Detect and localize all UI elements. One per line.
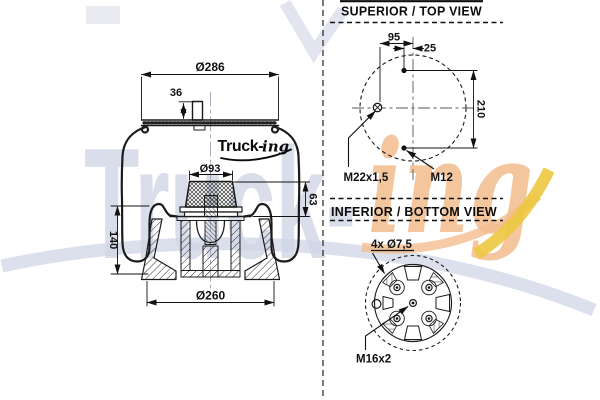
piston-base-rib-pattern [381,266,450,340]
brand-logo-bold-text: Truck- [218,138,264,155]
dim286-extension-lines [141,76,279,120]
m22-leader-line [347,110,376,167]
watermark-swoosh-main [0,237,597,317]
bellows-outline-right [242,125,301,263]
top-view: SUPERIOR / TOP VIEW 95 25 210 M22x1,5 M1… [330,0,503,184]
m22-label: M22x1,5 [344,172,389,184]
side-view: Ø286 36 [107,60,319,307]
bottom-view: INFERIOR / BOTTOM VIEW 4x Ø7,5 [330,197,503,366]
piston-base-circle [373,263,453,343]
dim260-label: Ø260 [196,289,226,303]
dim210-reference-lines [404,70,478,149]
piston-inner-wall-left [180,220,191,271]
bead-plate [140,119,280,127]
dim93-label: Ø93 [200,163,221,175]
bottom-view-bellows-circle [364,254,462,352]
dim25-label: 25 [424,43,436,55]
dim63-label: 63 [307,193,319,205]
dim63-extension-lines [233,181,310,217]
offset-plain-hole [371,299,382,310]
watermark-swoosh-top [279,0,348,64]
m16-leader-line [364,306,409,350]
dim210-label: 210 [475,100,487,118]
bolt-holes-group [389,279,437,327]
bumper-center-bolt [204,195,218,217]
dim36-label: 36 [170,87,182,99]
bellows-outline-left [120,125,179,263]
piston-center-stem [202,245,219,278]
dim140-label: 140 [107,231,119,249]
brand-logo-swoosh [220,148,292,162]
bumper-bolt-tongue [204,220,217,245]
center-thread-dot [411,301,415,305]
piston-skirt-right [244,218,281,281]
bolt-holes-leader-line [372,252,385,274]
air-fitting-cross [373,103,382,112]
dim95-label: 95 [388,32,400,44]
brand-logo-script-text: ing [262,138,289,156]
piston-section [140,215,281,281]
bottom-view-title: INFERIOR / BOTTOM VIEW [331,205,497,219]
dim286-label: Ø286 [195,60,225,74]
watermark-fleck [86,6,120,24]
rubber-bumper [179,180,243,218]
m16-label: M16x2 [356,354,391,366]
m12-label: M12 [431,172,453,184]
watermark-yellow-swoosh [472,167,555,260]
piston-inner-wall-right [230,220,241,271]
piston-skirt-left [140,218,177,281]
top-stud [191,100,204,121]
bolt-holes-label: 4x Ø7,5 [371,239,413,251]
m12-leader-line [406,150,435,170]
top-view-title: SUPERIOR / TOP VIEW [341,5,482,19]
bumper-body [184,180,238,208]
brand-logo: Truck- ing [218,138,292,162]
